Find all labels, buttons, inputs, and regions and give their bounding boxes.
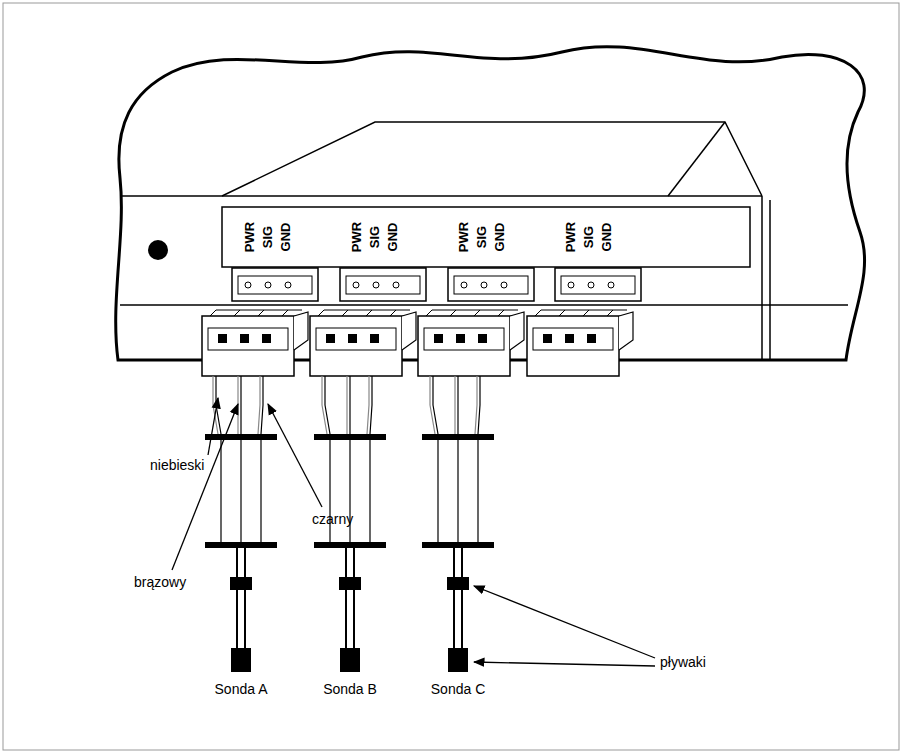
pin-label: SIG <box>582 226 596 248</box>
terminal-plug <box>418 310 524 376</box>
pin-label: PWR <box>350 222 364 252</box>
terminal-plug <box>310 310 416 376</box>
callout-label: pływaki <box>660 655 706 670</box>
pin-label: SIG <box>475 226 489 248</box>
pin-label: PWR <box>243 222 257 252</box>
wire-color-label: niebieski <box>150 458 204 473</box>
pin-label: GND <box>600 223 614 252</box>
probe-label: Sonda A <box>215 682 268 697</box>
pin-label: SIG <box>368 226 382 248</box>
header-socket <box>555 268 641 301</box>
float <box>447 577 469 590</box>
mount-hole <box>148 240 168 260</box>
probe-label: Sonda B <box>323 682 377 697</box>
pin-label: GND <box>279 223 293 252</box>
header-socket <box>232 268 318 301</box>
leader-lines <box>172 398 655 666</box>
label-strip <box>222 207 750 267</box>
wire-color-label: brązowy <box>134 575 186 590</box>
pin-label: GND <box>386 223 400 252</box>
probe-tip <box>448 648 468 672</box>
pin-label: SIG <box>261 226 275 248</box>
terminal-plug <box>202 310 308 376</box>
housing-outline <box>116 47 865 360</box>
float <box>230 577 252 590</box>
probe-cable <box>205 376 277 672</box>
pin-label: PWR <box>457 222 471 252</box>
wire-color-label: czarny <box>312 512 353 527</box>
probe-tip <box>340 648 360 672</box>
pin-label: PWR <box>564 222 578 252</box>
probe-tip <box>231 648 251 672</box>
frame <box>3 3 899 750</box>
float <box>339 577 361 590</box>
probe-cable <box>422 376 494 672</box>
terminal-plug <box>527 310 633 376</box>
pin-label: GND <box>493 223 507 252</box>
probe-label: Sonda C <box>431 682 485 697</box>
header-socket <box>448 268 534 301</box>
header-socket <box>340 268 426 301</box>
